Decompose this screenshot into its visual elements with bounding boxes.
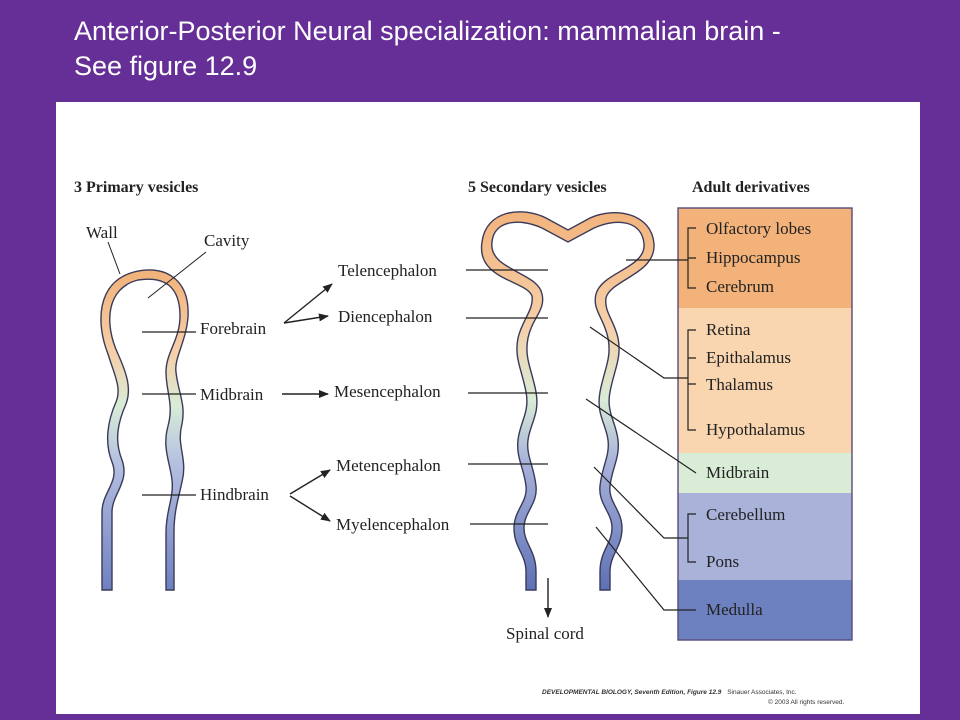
- spinal-cord-label: Spinal cord: [506, 624, 584, 643]
- figure-credit-bold: DEVELOPMENTAL BIOLOGY, Seventh Edition, …: [542, 689, 722, 696]
- secondary-neural-tube: [480, 211, 655, 591]
- secondary-vesicles-header: 5 Secondary vesicles: [468, 179, 607, 196]
- primary-neural-tube: [100, 269, 189, 591]
- diencephalon-label: Diencephalon: [338, 307, 433, 326]
- arrow-to-diencephalon: [283, 313, 329, 324]
- hippocampus-label: Hippocampus: [706, 248, 800, 267]
- midbrain-label: Midbrain: [200, 385, 264, 404]
- cavity-pointer: [147, 251, 207, 299]
- arrow-to-metencephalon: [289, 469, 331, 495]
- retina-label: Retina: [706, 320, 751, 339]
- figure-credit-line1: DEVELOPMENTAL BIOLOGY, Seventh Edition, …: [542, 689, 797, 696]
- wall-pointer: [107, 241, 121, 275]
- derivative-brackets: [585, 227, 697, 611]
- cavity-label: Cavity: [204, 231, 250, 250]
- cerebrum-label: Cerebrum: [706, 277, 774, 296]
- derivatives-box: [677, 207, 853, 641]
- slide-title-line2: See figure 12.9: [74, 51, 258, 81]
- wall-label: Wall: [86, 223, 118, 242]
- midbrain-derivative-label: Midbrain: [706, 463, 770, 482]
- figure-credit-line2: © 2003 All rights reserved.: [768, 698, 845, 706]
- forebrain-label: Forebrain: [200, 319, 267, 338]
- metencephalon-label: Metencephalon: [336, 456, 441, 475]
- thalamus-label: Thalamus: [706, 375, 773, 394]
- slide-title: Anterior-Posterior Neural specialization…: [74, 14, 944, 84]
- slide-title-line1: Anterior-Posterior Neural specialization…: [74, 16, 781, 46]
- mesencephalon-derivatives-band: [678, 453, 852, 493]
- neural-tube-diagram: 3 Primary vesicles Wall Cavity Forebrain…: [74, 179, 853, 706]
- hindbrain-label: Hindbrain: [200, 485, 269, 504]
- epithalamus-label: Epithalamus: [706, 348, 791, 367]
- myelencephalon-label: Myelencephalon: [336, 515, 450, 534]
- olfactory-lobes-label: Olfactory lobes: [706, 219, 811, 238]
- arrow-to-telencephalon: [283, 283, 333, 324]
- arrow-to-myelencephalon: [289, 495, 331, 522]
- pons-label: Pons: [706, 552, 739, 571]
- adult-derivatives-header: Adult derivatives: [692, 179, 810, 196]
- telencephalon-derivatives-band: [678, 208, 852, 308]
- telencephalon-label: Telencephalon: [338, 261, 437, 280]
- metencephalon-derivatives-band: [678, 493, 852, 580]
- cerebellum-label: Cerebellum: [706, 505, 785, 524]
- hypothalamus-label: Hypothalamus: [706, 420, 805, 439]
- figure-credit-publisher: Sinauer Associates, Inc.: [727, 689, 797, 696]
- mesencephalon-label: Mesencephalon: [334, 382, 441, 401]
- diencephalon-derivatives-band: [678, 308, 852, 453]
- myelencephalon-derivatives-band: [678, 580, 852, 640]
- medulla-label: Medulla: [706, 600, 763, 619]
- primary-vesicles-header: 3 Primary vesicles: [74, 179, 198, 196]
- figure-panel: 3 Primary vesicles Wall Cavity Forebrain…: [56, 102, 920, 714]
